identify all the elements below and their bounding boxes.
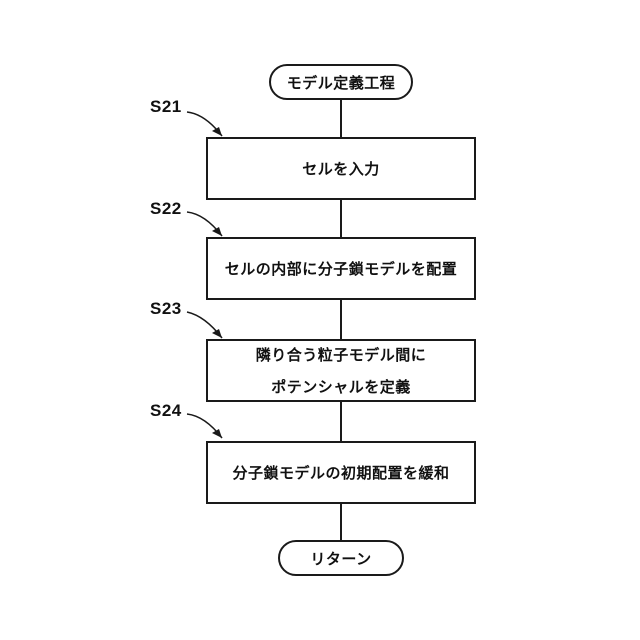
leader-arrow-s24	[187, 414, 222, 438]
leader-arrow-s23	[187, 312, 222, 338]
process-box-s23: 隣り合う粒子モデル間に ポテンシャルを定義	[206, 339, 476, 402]
process-text-s21: セルを入力	[302, 153, 380, 185]
leader-arrow-s21	[187, 112, 222, 136]
process-box-s24: 分子鎖モデルの初期配置を緩和	[206, 441, 476, 504]
process-text-s22: セルの内部に分子鎖モデルを配置	[225, 253, 458, 285]
process-text-s23-line1: 隣り合う粒子モデル間に	[256, 339, 427, 371]
process-box-s22: セルの内部に分子鎖モデルを配置	[206, 237, 476, 300]
end-terminal: リターン	[278, 540, 404, 576]
step-label-s21: S21	[150, 97, 182, 117]
step-label-s24: S24	[150, 401, 182, 421]
end-terminal-label: リターン	[310, 548, 371, 569]
leader-arrow-s22	[187, 212, 222, 236]
start-terminal: モデル定義工程	[269, 64, 413, 100]
process-text-s23-line2: ポテンシャルを定義	[271, 371, 411, 403]
process-box-s21: セルを入力	[206, 137, 476, 200]
step-label-s23: S23	[150, 299, 182, 319]
step-label-s22: S22	[150, 199, 182, 219]
start-terminal-label: モデル定義工程	[287, 72, 396, 93]
process-text-s24: 分子鎖モデルの初期配置を緩和	[232, 457, 449, 489]
